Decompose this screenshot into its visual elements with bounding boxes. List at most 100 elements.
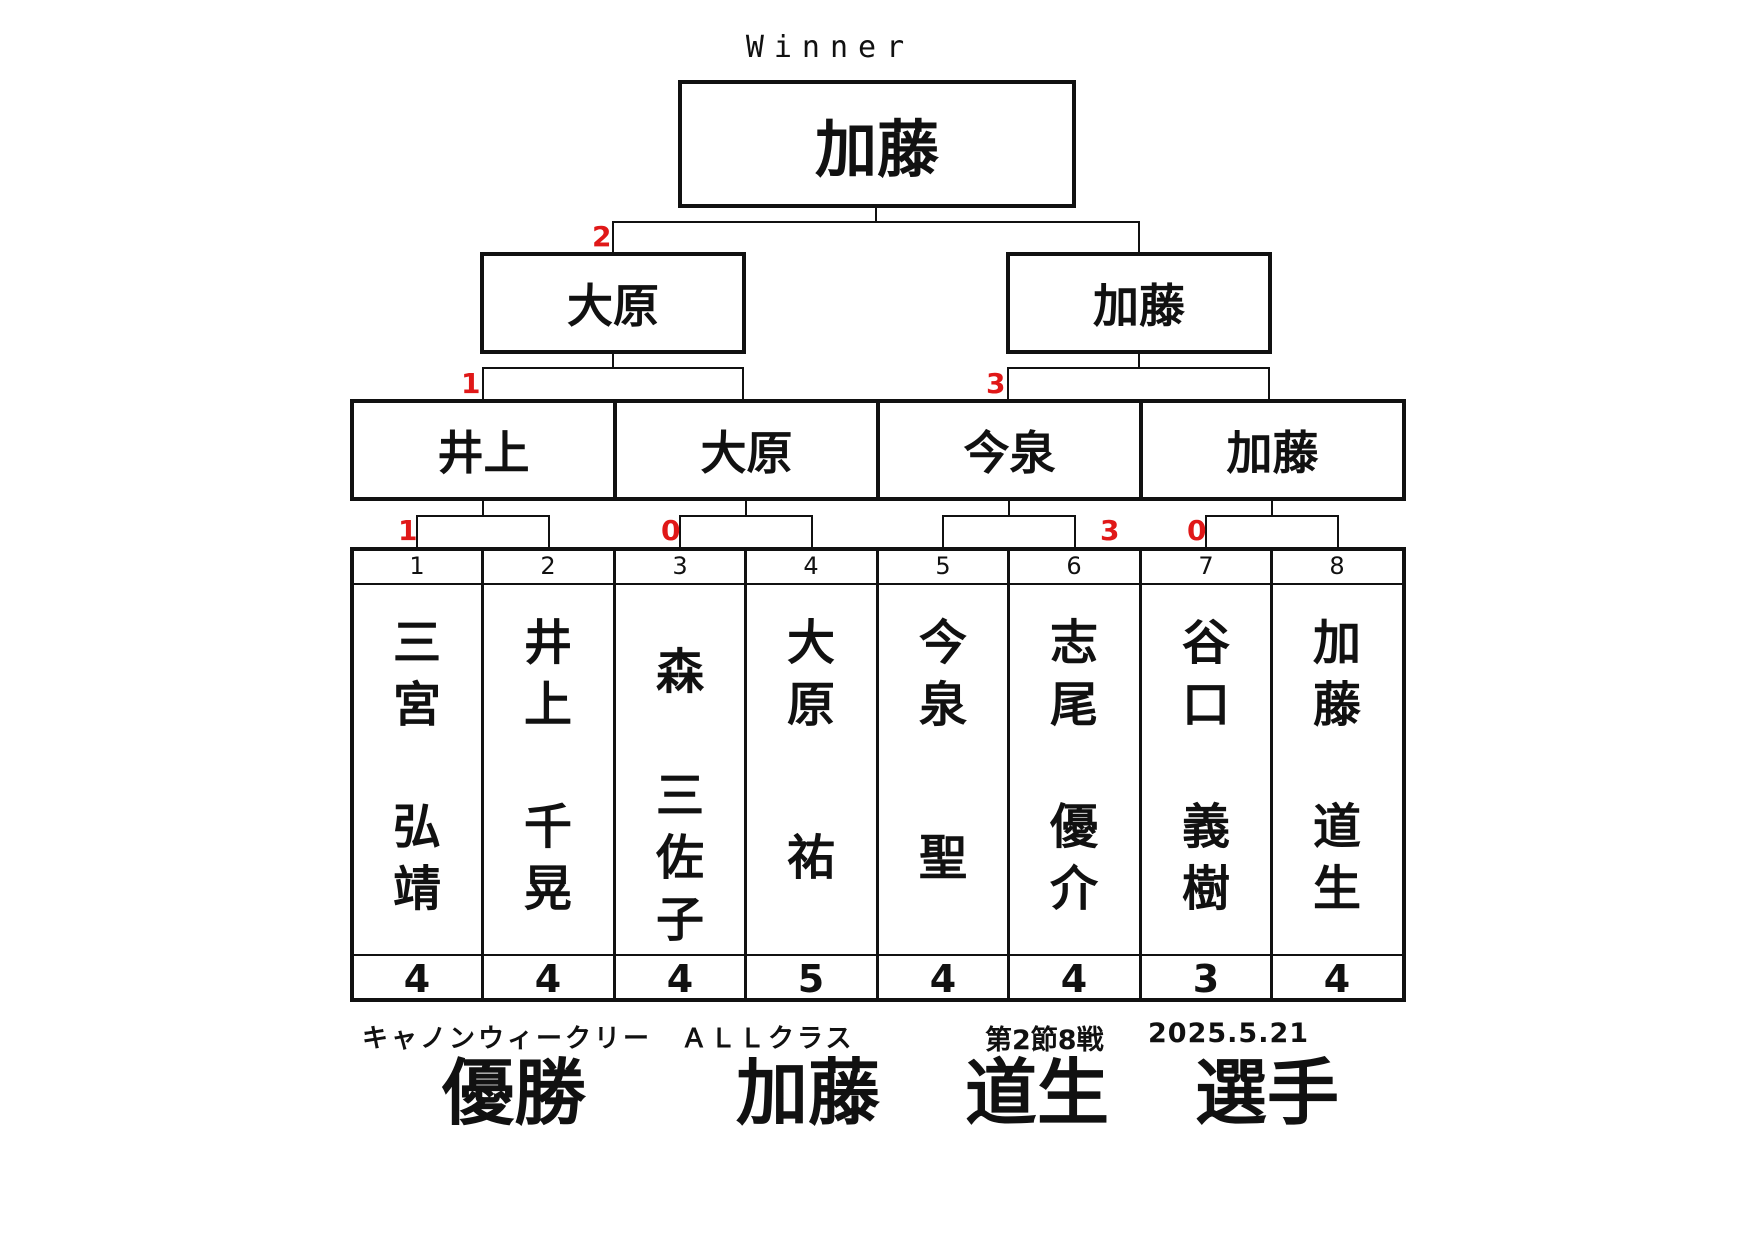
player-given-char: 生 (1312, 861, 1361, 917)
player-surname-char: 三 (392, 615, 441, 671)
player-given-char: 義 (1181, 799, 1230, 855)
connector-line (482, 367, 484, 399)
column-divider (481, 547, 484, 1002)
player-surname-char: 今 (918, 615, 967, 671)
player-points: 4 (929, 957, 957, 1001)
player-given-name: 義 樹 (1141, 796, 1271, 920)
champion-box: 加藤 (678, 80, 1076, 208)
player-surname: 今 泉 (878, 612, 1008, 736)
player-given-name: 聖 (878, 827, 1008, 889)
seed-number: 7 (1198, 552, 1214, 580)
winner-label: Winner (745, 30, 915, 65)
player-surname-char: 大 (786, 615, 835, 671)
honorific: 選手 (1195, 1051, 1340, 1135)
column-divider (613, 547, 616, 1002)
player-given-char: 佐 (655, 830, 704, 886)
connector-line (942, 515, 1076, 517)
column-divider (1007, 547, 1010, 1002)
player-given-char: 弘 (392, 799, 441, 855)
winner-surname: 加藤 (736, 1051, 881, 1135)
connector-line (745, 501, 747, 516)
player-given-char: 優 (1049, 799, 1098, 855)
player-given-char: 靖 (392, 861, 441, 917)
first-round-score-1: 1 (398, 514, 418, 547)
player-given-char: 晃 (523, 861, 572, 917)
player-surname-char: 加 (1312, 615, 1361, 671)
player-surname-char: 口 (1181, 677, 1230, 733)
semifinal-right-box: 加藤 (1006, 252, 1272, 354)
player-given-name: 三 佐 子 (615, 765, 745, 951)
player-surname: 志 尾 (1009, 612, 1139, 736)
quarterfinal-box-2: 大原 (613, 399, 880, 501)
player-given-char: 子 (655, 892, 704, 948)
player-surname-char: 原 (786, 677, 835, 733)
connector-line (679, 515, 681, 547)
connector-line (1337, 515, 1339, 547)
semifinal-left-score: 2 (592, 220, 612, 253)
seed-number: 5 (935, 552, 951, 580)
connector-line (1008, 501, 1010, 516)
quarterfinal-box-4: 加藤 (1139, 399, 1406, 501)
player-given-char: 祐 (786, 830, 835, 886)
player-surname-char: 谷 (1181, 615, 1230, 671)
connector-line (482, 367, 744, 369)
quarterfinal-box-1: 井上 (350, 399, 617, 501)
first-round-score-3: 3 (1100, 514, 1120, 547)
player-given-name: 弘 靖 (352, 796, 482, 920)
player-given-char: 三 (655, 768, 704, 824)
connector-line (742, 367, 744, 399)
connector-line (1271, 501, 1273, 516)
connector-line (1268, 367, 1270, 399)
connector-line (612, 221, 1140, 223)
column-divider (1270, 547, 1273, 1002)
connector-line (1007, 367, 1270, 369)
connector-line (482, 501, 484, 516)
player-surname: 井 上 (483, 612, 613, 736)
seed-number: 4 (803, 552, 819, 580)
player-points: 3 (1192, 957, 1220, 1001)
player-surname-char: 森 (655, 644, 704, 700)
winner-given-name: 道生 (965, 1051, 1110, 1135)
seed-number: 3 (672, 552, 688, 580)
player-points: 4 (534, 957, 562, 1001)
player-surname: 加 藤 (1272, 612, 1402, 736)
connector-line (875, 208, 877, 222)
player-given-char: 千 (523, 799, 572, 855)
player-given-char: 聖 (918, 830, 967, 886)
event-date: 2025.5.21 (1148, 1018, 1310, 1049)
player-given-char: 樹 (1181, 861, 1230, 917)
first-round-score-4: 0 (1187, 514, 1207, 547)
seed-number: 8 (1329, 552, 1345, 580)
player-points: 4 (1323, 957, 1351, 1001)
connector-line (1205, 515, 1339, 517)
player-surname: 大 原 (746, 612, 876, 736)
seed-number: 1 (409, 552, 425, 580)
player-points: 4 (666, 957, 694, 1001)
connector-line (1205, 515, 1207, 547)
connector-line (679, 515, 813, 517)
seed-number: 2 (540, 552, 556, 580)
quarterfinal-box-3: 今泉 (876, 399, 1143, 501)
connector-line (1138, 354, 1140, 368)
connector-line (612, 354, 614, 368)
quarterfinal-left-score: 1 (461, 367, 481, 400)
player-given-name: 優 介 (1009, 796, 1139, 920)
player-surname-char: 上 (523, 677, 572, 733)
player-points: 4 (403, 957, 431, 1001)
connector-line (1074, 515, 1076, 547)
player-points: 4 (1060, 957, 1088, 1001)
connector-line (811, 515, 813, 547)
connector-line (416, 515, 418, 547)
player-surname: 三 宮 (352, 612, 482, 736)
player-given-name: 道 生 (1272, 796, 1402, 920)
semifinal-left-box: 大原 (480, 252, 746, 354)
first-round-score-2: 0 (661, 514, 681, 547)
result-label: 優勝 (442, 1051, 587, 1135)
player-surname-char: 宮 (392, 677, 441, 733)
round-label: 第2節8戦 (985, 1025, 1104, 1056)
column-divider (1139, 547, 1142, 1002)
player-surname-char: 泉 (918, 677, 967, 733)
connector-line (1138, 221, 1140, 252)
player-surname: 森 (615, 641, 745, 703)
quarterfinal-right-score: 3 (986, 367, 1006, 400)
